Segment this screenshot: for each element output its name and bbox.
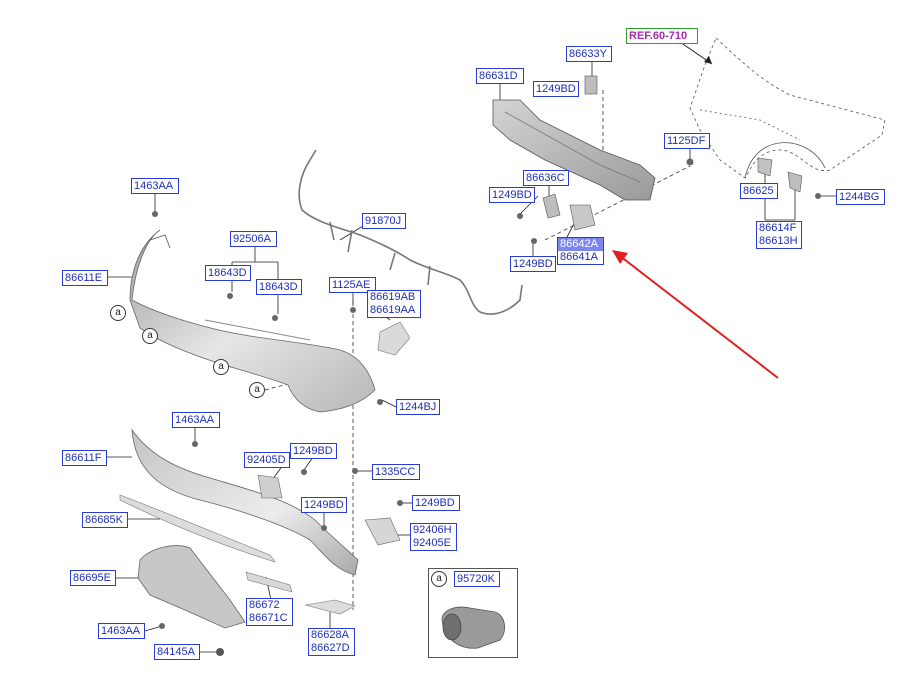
part-label-1463AA[interactable]: 1463AA xyxy=(131,178,179,194)
part-label-1249BD[interactable]: 1249BD xyxy=(533,81,579,97)
parking-sensor-drawing xyxy=(441,606,505,649)
part-label-pair-86642A-86641A[interactable]: 86642A 86641A xyxy=(557,237,604,265)
sensor-inset xyxy=(428,568,518,658)
callout-a-1: a xyxy=(110,305,126,321)
wiring-harness xyxy=(298,149,523,315)
part-label-1249BD[interactable]: 1249BD xyxy=(510,256,556,272)
part-label-86625[interactable]: 86625 xyxy=(740,183,778,199)
callout-a-3: a xyxy=(213,359,229,375)
impact-beam xyxy=(492,75,656,201)
part-label-18643D[interactable]: 18643D xyxy=(205,265,251,281)
under-cover xyxy=(137,545,356,656)
part-label-95720K[interactable]: 95720K xyxy=(454,571,500,587)
part-label-86695E[interactable]: 86695E xyxy=(70,570,116,586)
part-label-86685K[interactable]: 86685K xyxy=(82,512,128,528)
body-panel-outline xyxy=(689,37,886,179)
part-label-92406H[interactable]: 92406H xyxy=(413,524,452,536)
part-label-86631D[interactable]: 86631D xyxy=(476,68,524,84)
part-label-86672[interactable]: 86672 xyxy=(249,599,280,611)
part-label-1249BD[interactable]: 1249BD xyxy=(412,495,460,511)
part-label-86671C[interactable]: 86671C xyxy=(249,612,288,624)
inset-callout-a: a xyxy=(431,571,447,587)
part-label-86633Y[interactable]: 86633Y xyxy=(566,46,612,62)
part-label-pair-86628A-86627D[interactable]: 86628A 86627D xyxy=(308,628,355,656)
part-label-18643D[interactable]: 18643D xyxy=(256,279,302,295)
part-label-1244BG[interactable]: 1244BG xyxy=(836,189,885,205)
part-label-92405E[interactable]: 92405E xyxy=(413,537,451,549)
part-label-86611F[interactable]: 86611F xyxy=(62,450,107,466)
ref-arrowhead xyxy=(704,56,712,64)
part-label-1249BD[interactable]: 1249BD xyxy=(290,443,337,459)
part-label-pair-86619AB-86619AA[interactable]: 86619AB 86619AA xyxy=(367,290,421,318)
upper-bumper-cover xyxy=(129,211,376,413)
part-label-1244BJ[interactable]: 1244BJ xyxy=(396,399,440,415)
part-label-86611E[interactable]: 86611E xyxy=(62,270,108,286)
part-label-86641A[interactable]: 86641A xyxy=(560,251,598,263)
red-arrow-head xyxy=(612,250,628,264)
part-label-pair-86672-86671C[interactable]: 86672 86671C xyxy=(246,598,293,626)
part-label-1249BD[interactable]: 1249BD xyxy=(301,497,347,513)
part-label-92405D[interactable]: 92405D xyxy=(244,452,290,468)
beam-brackets xyxy=(517,89,694,244)
part-label-86636C[interactable]: 86636C xyxy=(523,170,569,186)
part-label-pair-86614F-86613H[interactable]: 86614F 86613H xyxy=(756,221,802,249)
part-label-92506A[interactable]: 92506A xyxy=(230,231,277,247)
side-bracket xyxy=(757,157,821,199)
part-label-1125DF[interactable]: 1125DF xyxy=(664,133,710,149)
part-label-84145A[interactable]: 84145A xyxy=(154,644,200,660)
lower-bumper xyxy=(119,428,403,576)
reference-label[interactable]: REF.60-710 xyxy=(626,28,698,44)
part-label-pair-92406H-92405E[interactable]: 92406H 92405E xyxy=(410,523,457,551)
part-label-86627D[interactable]: 86627D xyxy=(311,642,350,654)
part-label-91870J[interactable]: 91870J xyxy=(362,213,406,229)
part-label-86614F[interactable]: 86614F xyxy=(759,222,797,234)
part-label-1249BD[interactable]: 1249BD xyxy=(489,187,535,203)
part-label-86628A[interactable]: 86628A xyxy=(311,629,349,641)
part-label-1335CC[interactable]: 1335CC xyxy=(372,464,420,480)
part-label-1463AA[interactable]: 1463AA xyxy=(172,412,220,428)
red-arrow-line xyxy=(619,255,779,379)
part-label-86619AB[interactable]: 86619AB xyxy=(370,291,416,303)
part-label-86642A[interactable]: 86642A xyxy=(558,238,603,251)
callout-a-2: a xyxy=(142,328,158,344)
callout-a-4: a xyxy=(249,382,265,398)
part-label-1463AA[interactable]: 1463AA xyxy=(98,623,145,639)
part-label-86619AA[interactable]: 86619AA xyxy=(370,304,416,316)
part-label-86613H[interactable]: 86613H xyxy=(759,235,798,247)
side-reflector xyxy=(350,307,411,405)
part-label-1125AE[interactable]: 1125AE xyxy=(329,277,376,293)
